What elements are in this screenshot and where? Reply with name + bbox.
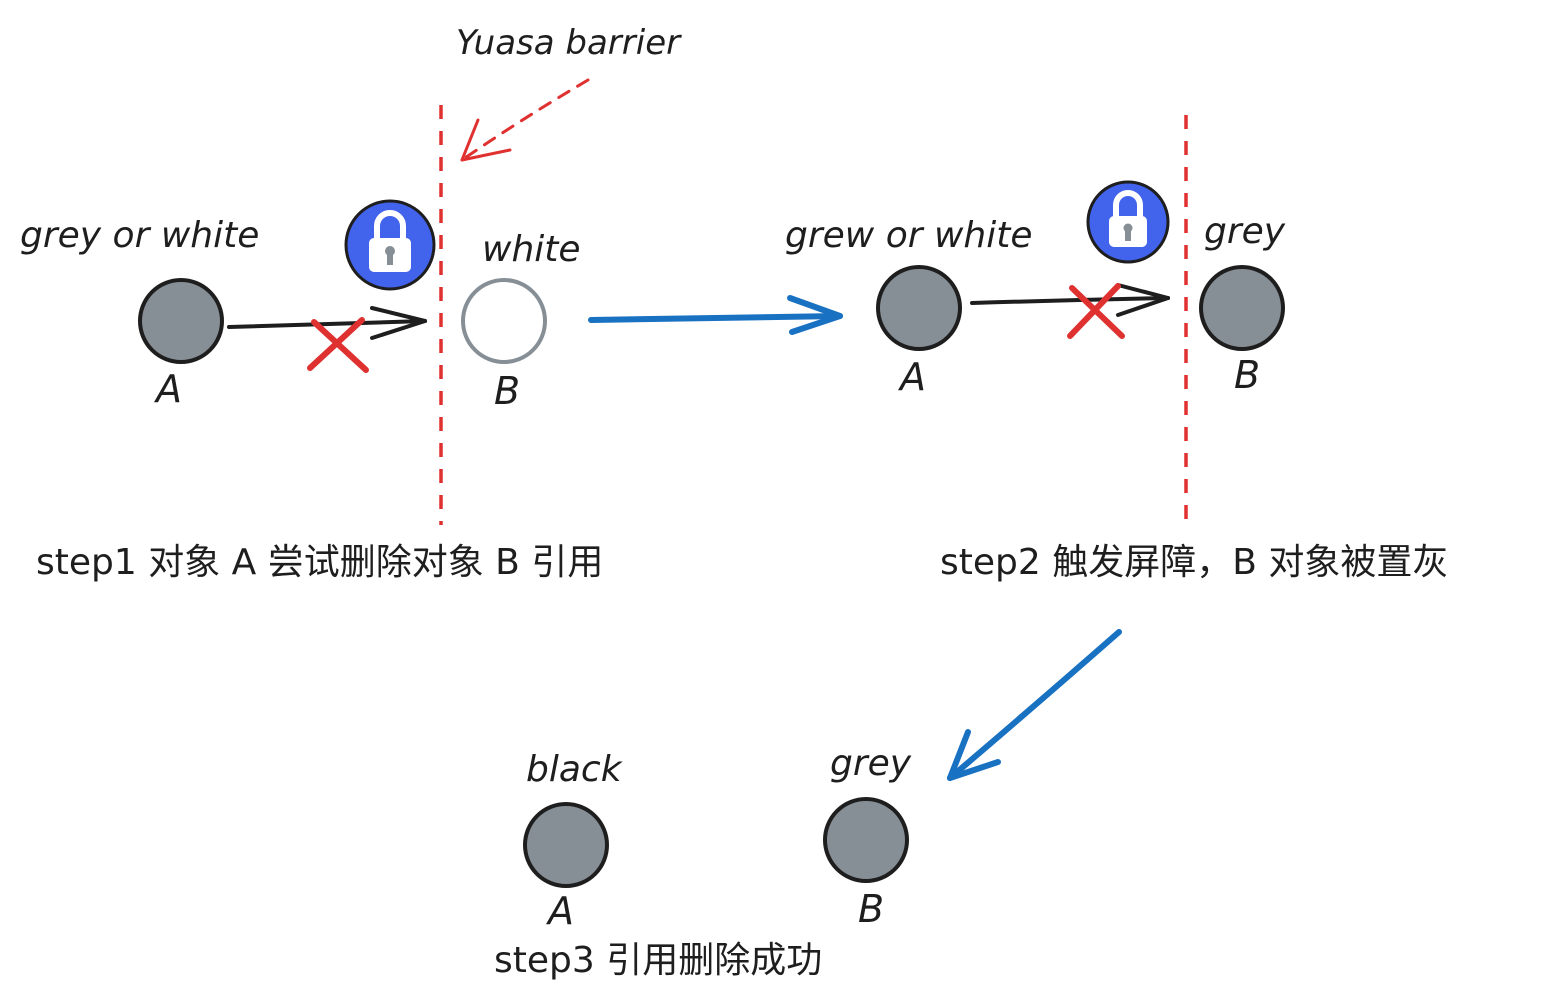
lock-icon <box>344 199 436 291</box>
flow-arrow-to-step2 <box>588 295 843 335</box>
lock-icon <box>1086 180 1170 264</box>
step3-node-b-label: B <box>858 887 885 931</box>
cross-icon <box>307 317 369 373</box>
step1-right-state-label: white <box>482 229 581 270</box>
barrier-label: Yuasa barrier <box>456 23 681 63</box>
step3-caption: step3 引用删除成功 <box>494 940 823 981</box>
step2-node-b-label: B <box>1234 353 1261 397</box>
step2-reference-arrow <box>970 283 1170 317</box>
step3-node-a <box>523 802 609 888</box>
step1-node-b <box>461 278 547 364</box>
step3-left-state-label: black <box>526 749 622 790</box>
cross-icon <box>1067 283 1125 339</box>
step1-reference-arrow <box>227 306 427 340</box>
step2-left-state-label: grew or white <box>785 215 1033 256</box>
step1-node-a <box>138 278 224 364</box>
step2-node-a-label: A <box>900 355 926 399</box>
step2-right-state-label: grey <box>1204 211 1286 252</box>
step2-node-b <box>1199 265 1285 351</box>
step2-caption: step2 触发屏障，B 对象被置灰 <box>940 542 1449 583</box>
step3-right-state-label: grey <box>830 743 912 784</box>
step1-node-a-label: A <box>156 367 182 411</box>
step2-node-a <box>876 265 962 351</box>
step3-node-b <box>823 797 909 883</box>
barrier-pointer-arrow <box>460 78 590 162</box>
flow-arrow-to-step3 <box>947 629 1122 781</box>
step1-caption: step1 对象 A 尝试删除对象 B 引用 <box>36 542 604 583</box>
step1-node-b-label: B <box>494 369 521 413</box>
step3-node-a-label: A <box>548 889 574 933</box>
step1-left-state-label: grey or white <box>20 215 260 256</box>
